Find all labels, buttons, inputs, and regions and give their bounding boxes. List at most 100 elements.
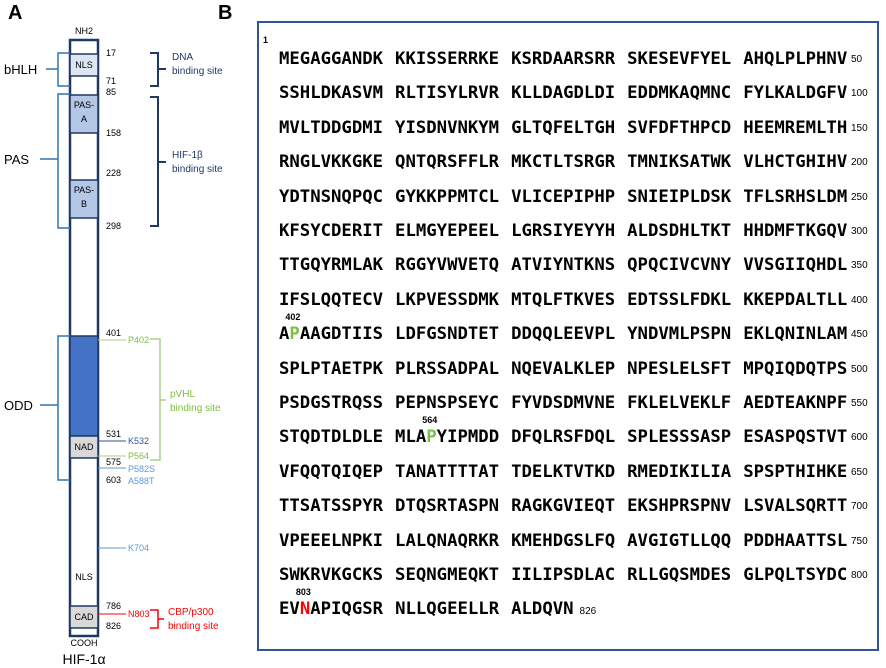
row-number: 50 — [851, 54, 863, 65]
pas-b-label-2: B — [81, 199, 87, 209]
bhlh-label: bHLH — [4, 62, 37, 77]
sequence-group: EDTSSLFDKL — [627, 289, 732, 310]
row-number: 450 — [851, 329, 868, 341]
protein-name: HIF-1α — [62, 651, 105, 667]
pas-bracket — [40, 93, 70, 229]
odd-end: 603 — [106, 475, 121, 485]
sequence-group: HHDMFTKGQV — [743, 221, 848, 241]
sequence-group: AHQLPLPHNV — [743, 49, 848, 69]
sequence-group: YNDVMLPSPN — [627, 324, 732, 345]
sequence-group: RMEDIKILIA — [627, 461, 732, 482]
sequence-group: VLICEPIPHP — [511, 186, 616, 207]
pas-b-label-1: PAS- — [74, 185, 94, 195]
n803-label: N803 — [128, 609, 150, 619]
nls-domain-label: NLS — [75, 60, 93, 70]
sequence-group: PEPNSPSEYC — [395, 393, 500, 413]
sequence-group: DDQQLEEVPL — [511, 324, 616, 345]
sequence-group: PLRSSADPAL — [395, 358, 500, 379]
sequence-group: EKLQNINLAM — [743, 324, 848, 345]
sequence-group: FYLKALDGFV — [743, 83, 848, 104]
sequence-group: GLTQFELTGH — [511, 117, 616, 138]
residue-position-label: 402 — [285, 312, 301, 323]
row-number: 200 — [851, 157, 868, 169]
pas-a-end: 158 — [106, 128, 121, 138]
hif1b-binding-bracket — [150, 96, 166, 227]
sequence-group: TTSATSSPYR — [279, 496, 384, 517]
sequence-group: TDELKTVTKD — [511, 461, 616, 482]
nad-domain-box — [69, 435, 99, 459]
sequence-group: FYVDSDMVNE — [511, 393, 616, 413]
row-number: 550 — [851, 398, 868, 409]
sequence-group: NPESLELSFT — [627, 358, 732, 379]
sequence-group: TANATTTTAT — [395, 461, 500, 482]
sequence-group: DFQLRSFDQL — [511, 427, 616, 448]
pas-b-start: 228 — [106, 168, 121, 178]
sequence-group: NQEVALKLEP — [511, 358, 616, 379]
sequence-group: GYKKPPMTCL — [395, 186, 500, 207]
sequence-end-number: 826 — [579, 606, 597, 618]
sequence-group: LDFGSNDTET — [395, 324, 500, 345]
pvhl-binding-line1: pVHL — [170, 389, 195, 400]
sequence-group: KLLDAGDLDI — [511, 83, 616, 104]
k532-label: K532 — [128, 436, 149, 446]
p582s-label: P582S — [128, 464, 155, 474]
cad-end: 826 — [106, 621, 121, 631]
sequence-group: KSRDAARSRR — [511, 49, 616, 69]
k704-label: K704 — [128, 543, 149, 553]
row-number: 650 — [851, 466, 868, 478]
sequence-group: MTQLFTKVES — [511, 289, 616, 310]
sequence-group: SKESEVFYEL — [627, 49, 732, 69]
nls-end: 71 — [106, 76, 116, 86]
sequence-row: SPLPTAETPK PLRSSADPAL NQEVALKLEP NPESLELSFT… — [279, 357, 847, 381]
sequence-group: YISDNVNKYM — [395, 117, 500, 138]
sequence-group: IFSLQQTECV — [279, 289, 384, 310]
odd-bracket — [40, 335, 70, 481]
nls-domain-box — [69, 53, 99, 77]
pas-b-end: 298 — [106, 221, 121, 231]
sequence-group: KKISSERRKE — [395, 49, 500, 69]
sequence-group: LGRSIYEYYH — [511, 221, 616, 241]
sequence-group: SPLPTAETPK — [279, 358, 384, 379]
sequence-group: LSVALSQRTT — [743, 496, 848, 517]
sequence-group: TMNIKSATWK — [627, 152, 732, 173]
row-number: 600 — [851, 432, 868, 444]
cbp-bracket — [150, 609, 164, 629]
sequence-group: TTGQYRMLAK — [279, 255, 384, 276]
odd-label: ODD — [4, 398, 33, 413]
sequence-group: EDDMKAQMNC — [627, 83, 732, 104]
pas-label: PAS — [4, 152, 29, 167]
sequence-group: RNGLVKKGKE — [279, 152, 384, 173]
sequence-group: YDTNSNQPQC — [279, 186, 384, 207]
sequence-group: KMEHDGSLFQ — [511, 530, 616, 551]
sequence-group: KKEPDALTLL — [743, 289, 848, 310]
pas-a-label-1: PAS- — [74, 100, 94, 110]
panel-a-letter: A — [8, 2, 23, 24]
sequence-group: QPQCIVCVNY — [627, 255, 732, 276]
n-terminus-label: NH2 — [75, 26, 93, 36]
sequence-group: RGGYVWVETQ — [395, 255, 500, 276]
row-number: 500 — [851, 363, 868, 375]
dna-binding-line2: binding site — [172, 66, 223, 77]
sequence-group: ALDQVN — [511, 599, 574, 620]
sequence-group: EKSHPRSPNV — [627, 496, 732, 517]
sequence-group: AVGIGTLLQQ — [627, 530, 732, 551]
dna-binding-line1: DNA — [172, 52, 193, 63]
pas-a-domain-box — [69, 94, 99, 134]
sequence-group: RAGKGVIEQT — [511, 496, 616, 517]
sequence-group: QNTQRSFFLR — [395, 152, 500, 173]
sequence-group: IILIPSDLAC — [511, 565, 616, 585]
